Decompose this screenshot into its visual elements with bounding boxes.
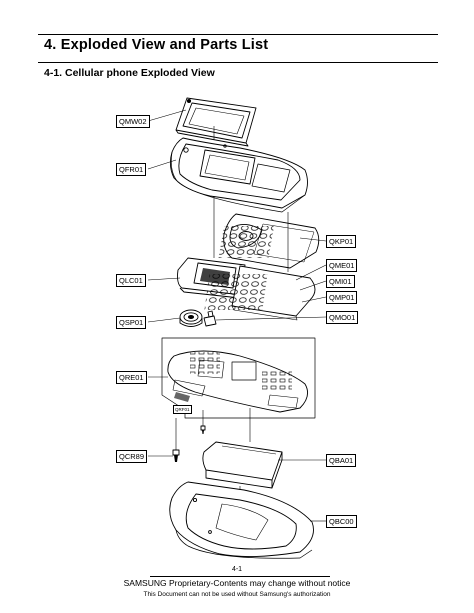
part-label-qsp01: QSP01 [116, 316, 147, 329]
keypad-part [218, 213, 320, 269]
part-label-qcr89: QCR89 [116, 450, 148, 463]
page-number: 4-1 [231, 566, 243, 573]
part-label-qmo01: QMO01 [326, 311, 359, 324]
footer-rule [150, 576, 330, 577]
part-label-qmp01: QMP01 [326, 291, 358, 304]
part-label-qba01: QBA01 [326, 454, 357, 467]
speaker-and-motor-part [179, 309, 217, 327]
front-cover-part [169, 137, 308, 213]
screw-part [172, 410, 206, 462]
part-label-qmi01: QMI01 [326, 275, 355, 288]
leader-lines [147, 109, 327, 522]
proprietary-notice: SAMSUNG Proprietary-Contents may change … [123, 578, 351, 588]
main-board-part [161, 337, 316, 419]
part-label-qfr01: QFR01 [116, 163, 147, 176]
part-label-qme01: QME01 [326, 259, 358, 272]
top-rule [38, 34, 438, 35]
part-label-qlc01: QLC01 [116, 274, 146, 287]
lcd-and-membrane-part [177, 257, 316, 321]
rear-cover-part [169, 481, 314, 559]
authorization-notice: This Document can not be used without Sa… [143, 591, 331, 598]
part-label-qre01: QRE01 [116, 371, 147, 384]
section-title: 4-1. Cellular phone Exploded View [44, 67, 215, 79]
chapter-title: 4. Exploded View and Parts List [44, 37, 269, 53]
part-label-qrf01: QRF01 [173, 405, 192, 414]
part-label-qkp01: QKP01 [326, 235, 357, 248]
heading-rule [38, 62, 438, 63]
assembly-lines [213, 126, 289, 490]
part-label-qmw02: QMW02 [116, 115, 150, 128]
battery-part [202, 441, 283, 489]
window-part [175, 97, 257, 147]
part-label-qbc00: QBC00 [326, 515, 357, 528]
